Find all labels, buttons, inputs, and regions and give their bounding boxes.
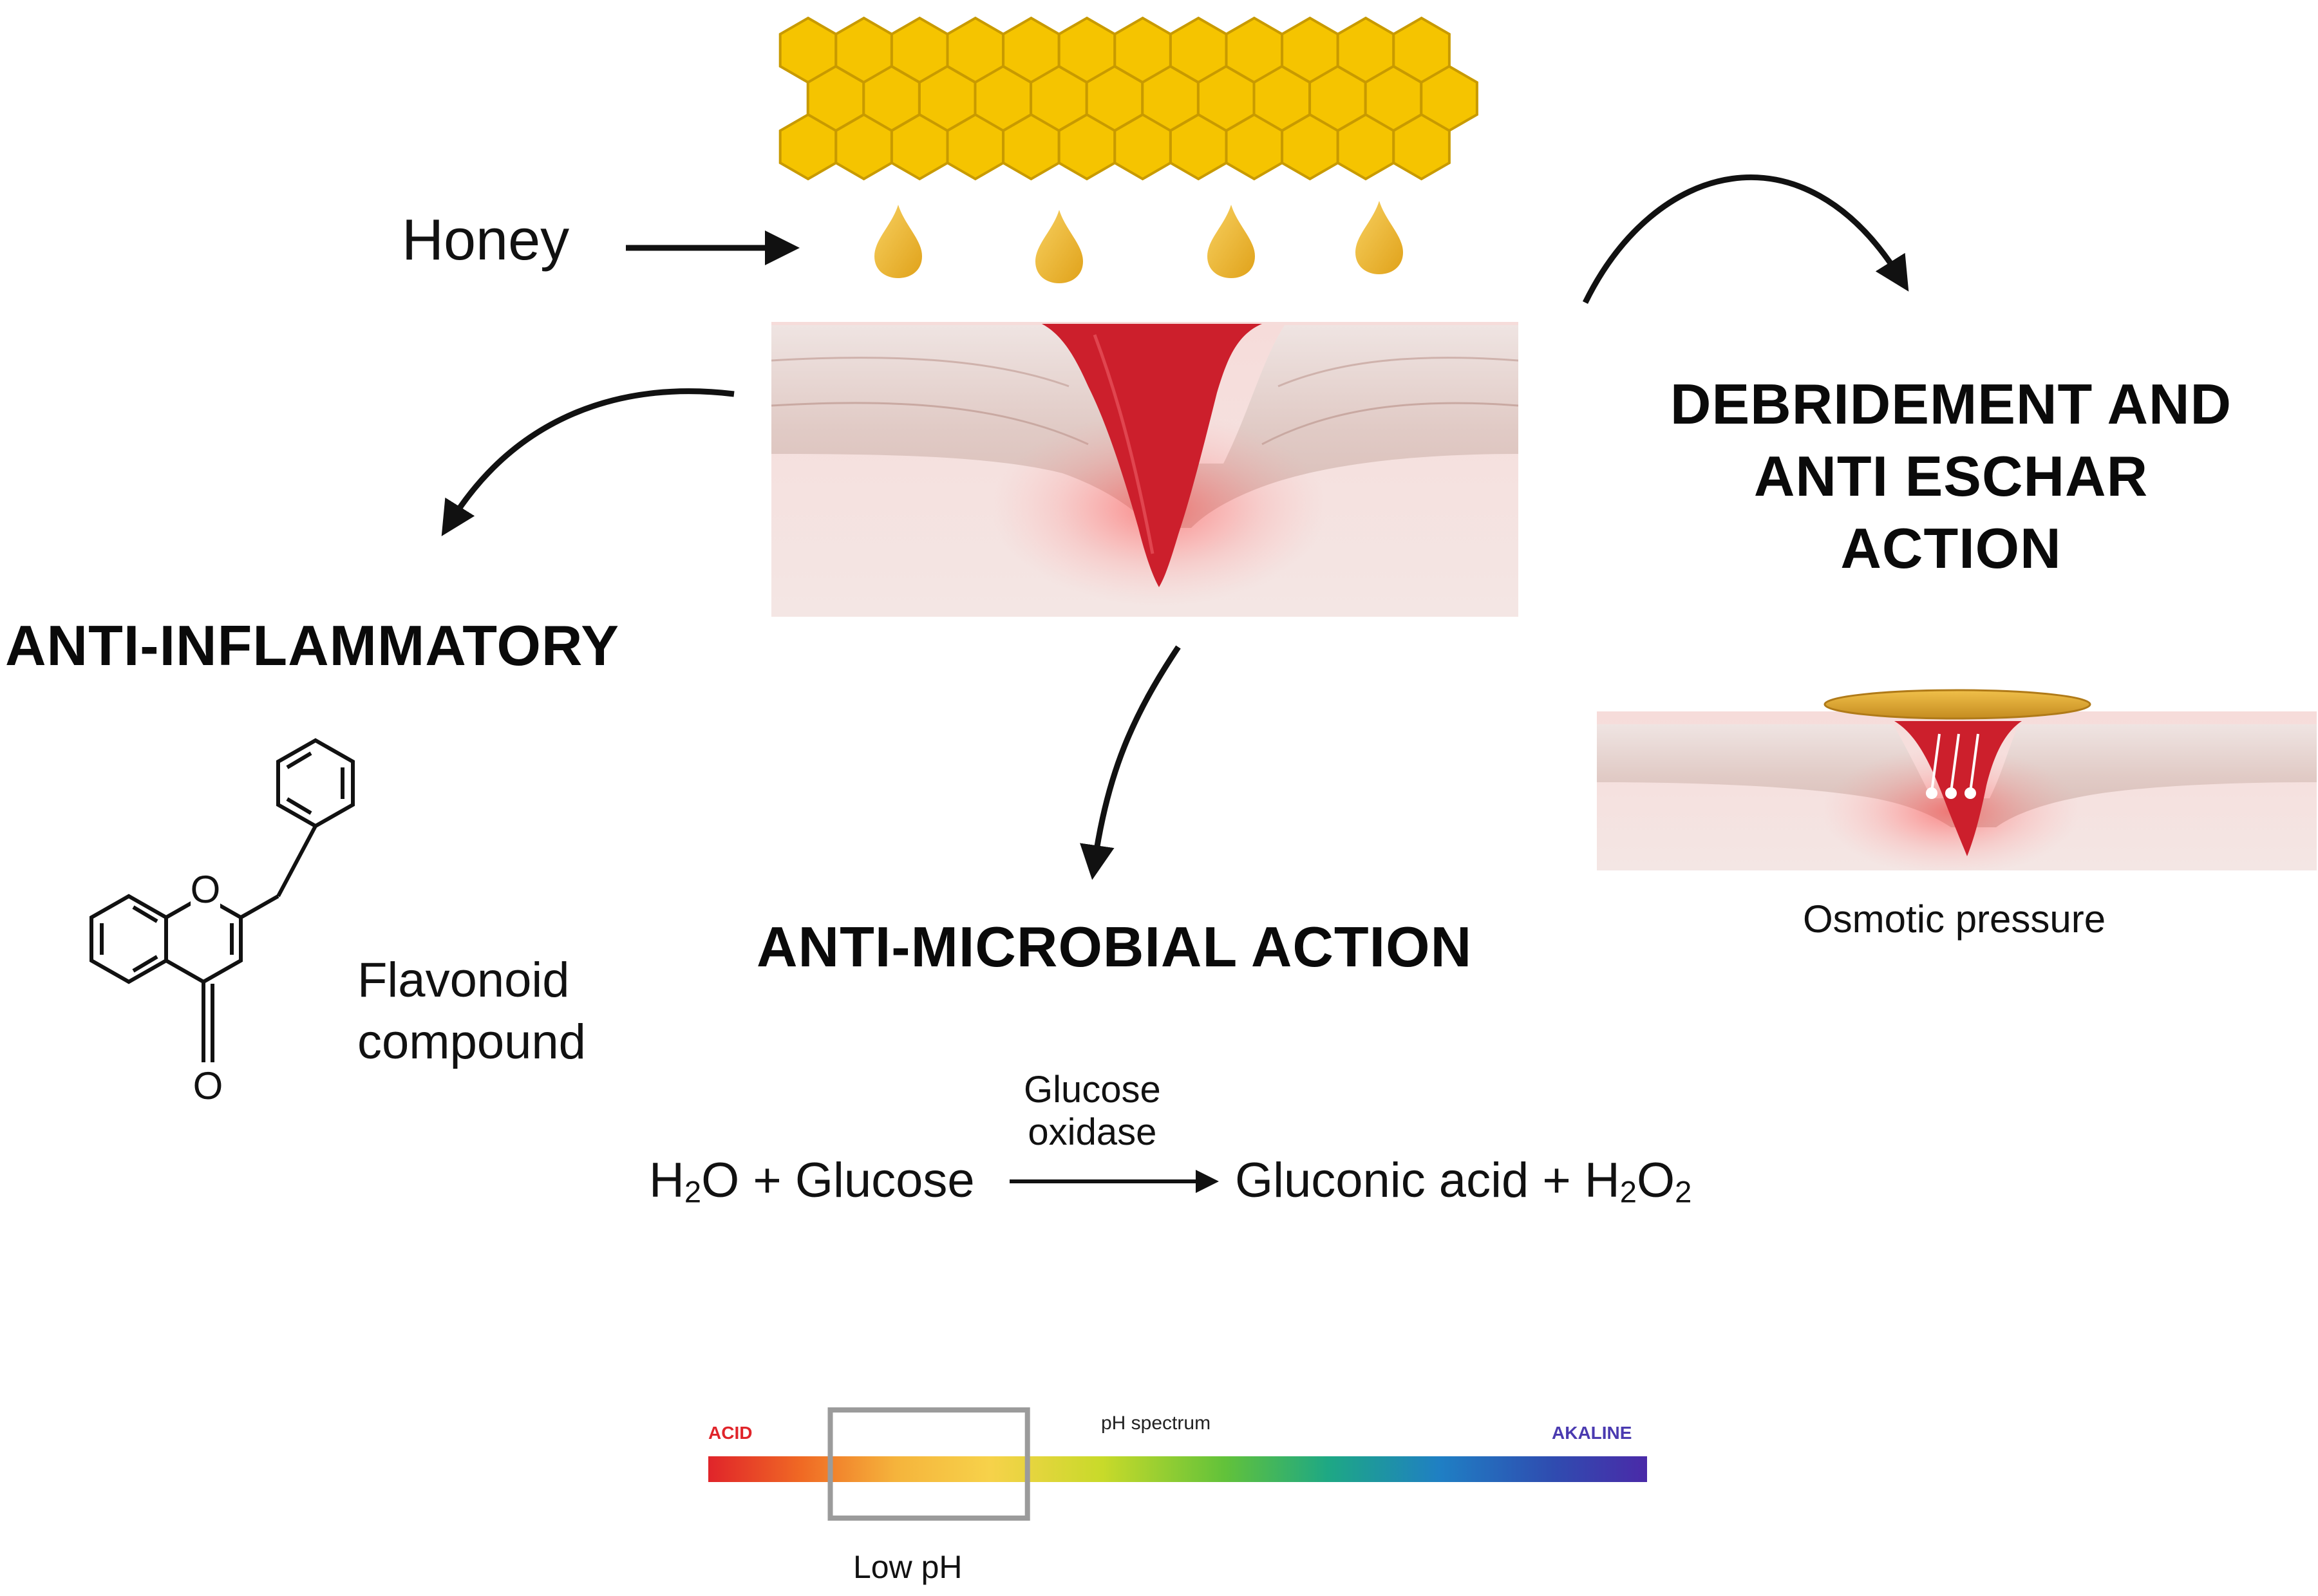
ring-oxygen-bg — [191, 869, 220, 908]
honey-drop — [1207, 205, 1255, 278]
honey-drop — [1355, 201, 1403, 274]
flavonoid-caption-line: compound — [357, 1015, 586, 1069]
osmotic-droplet — [1945, 787, 1957, 799]
double-bond — [286, 751, 312, 769]
flavonoid-structure — [90, 738, 355, 1062]
skin-texture-line — [771, 402, 1089, 446]
honeycomb-cell — [1392, 113, 1451, 181]
honey-drop — [1035, 210, 1083, 283]
flavonoid-caption-line: Flavonoid — [357, 953, 570, 1008]
reaction-products: Gluconic acid + H2O2 — [1235, 1152, 1691, 1209]
debridement-heading-line: ACTION — [1840, 516, 2062, 580]
osmotic-flow-arrows — [1926, 733, 1979, 799]
epidermis-layer — [771, 325, 1518, 528]
product-text: Gluconic acid + H — [1235, 1153, 1620, 1208]
honey-drops — [874, 201, 1403, 283]
debridement-heading-line: ANTI ESCHAR — [1753, 444, 2149, 508]
ph-acid-label: ACID — [708, 1423, 753, 1443]
phenyl-link — [276, 825, 317, 897]
epidermis-layer — [1597, 724, 2317, 827]
osmotic-droplet — [1965, 787, 1976, 799]
osmotic-arrow — [1950, 733, 1960, 793]
h2o2-subscript: 2 — [1675, 1174, 1692, 1209]
low-ph-label: Low pH — [853, 1549, 963, 1585]
anti-inflammatory-heading: ANTI-INFLAMMATORY — [5, 614, 619, 677]
skin-texture-line — [1261, 402, 1518, 446]
arrow-to-anti-inflammatory — [441, 388, 735, 536]
reaction-reactants: H2O + Glucose — [649, 1152, 975, 1209]
h2o2-subscript: 2 — [1619, 1174, 1637, 1209]
wound-cleft — [1042, 324, 1262, 587]
honey-dressing-pad — [1823, 689, 2091, 720]
wound-highlight — [1093, 334, 1154, 554]
wound-cleft — [1894, 721, 2022, 856]
anti-microbial-heading: ANTI-MICROBIAL ACTION — [757, 915, 1473, 979]
enzyme-label-line: oxidase — [1028, 1111, 1157, 1153]
osmotic-arrow — [1969, 733, 1979, 793]
arrow-to-debridement — [1582, 174, 1909, 304]
flavonoid-caption: Flavonoid compound — [357, 950, 586, 1073]
wound-skin-section — [771, 322, 1518, 617]
ring-oxygen-atom: O — [191, 868, 221, 911]
double-bond — [132, 905, 158, 923]
enzyme-label: Glucose oxidase — [1024, 1069, 1161, 1154]
enzyme-label-line: Glucose — [1024, 1069, 1161, 1111]
product-o: O — [1636, 1153, 1675, 1208]
h2o-h: H — [649, 1153, 684, 1208]
double-bond — [286, 797, 312, 815]
debridement-heading: DEBRIDEMENT AND ANTI ESCHAR ACTION — [1584, 368, 2318, 585]
ph-spectrum-bar — [708, 1456, 1647, 1482]
low-ph-range-box — [827, 1407, 1030, 1521]
h2o-subscript: 2 — [684, 1174, 702, 1209]
arrow-to-anti-microbial — [1080, 645, 1181, 880]
phenyl-link — [240, 894, 279, 919]
h2o-rest: O + Glucose — [701, 1153, 975, 1208]
honey-label: Honey — [402, 208, 570, 272]
osmotic-arrow — [1930, 733, 1941, 793]
honeycomb — [778, 16, 1478, 181]
skin-texture-line — [771, 357, 1069, 388]
osmotic-pressure-caption: Osmotic pressure — [1803, 897, 2106, 941]
osmotic-droplet — [1926, 787, 1937, 799]
debridement-heading-line: DEBRIDEMENT AND — [1670, 372, 2232, 436]
osmotic-skin-section — [1597, 711, 2317, 870]
skin-texture-line — [1277, 357, 1518, 388]
ph-spectrum-title: pH spectrum — [1101, 1413, 1211, 1434]
ph-alkaline-label: AKALINE — [1552, 1423, 1632, 1443]
keto-oxygen-atom: O — [193, 1064, 223, 1107]
double-bond — [132, 955, 158, 973]
honey-drop — [874, 205, 922, 278]
